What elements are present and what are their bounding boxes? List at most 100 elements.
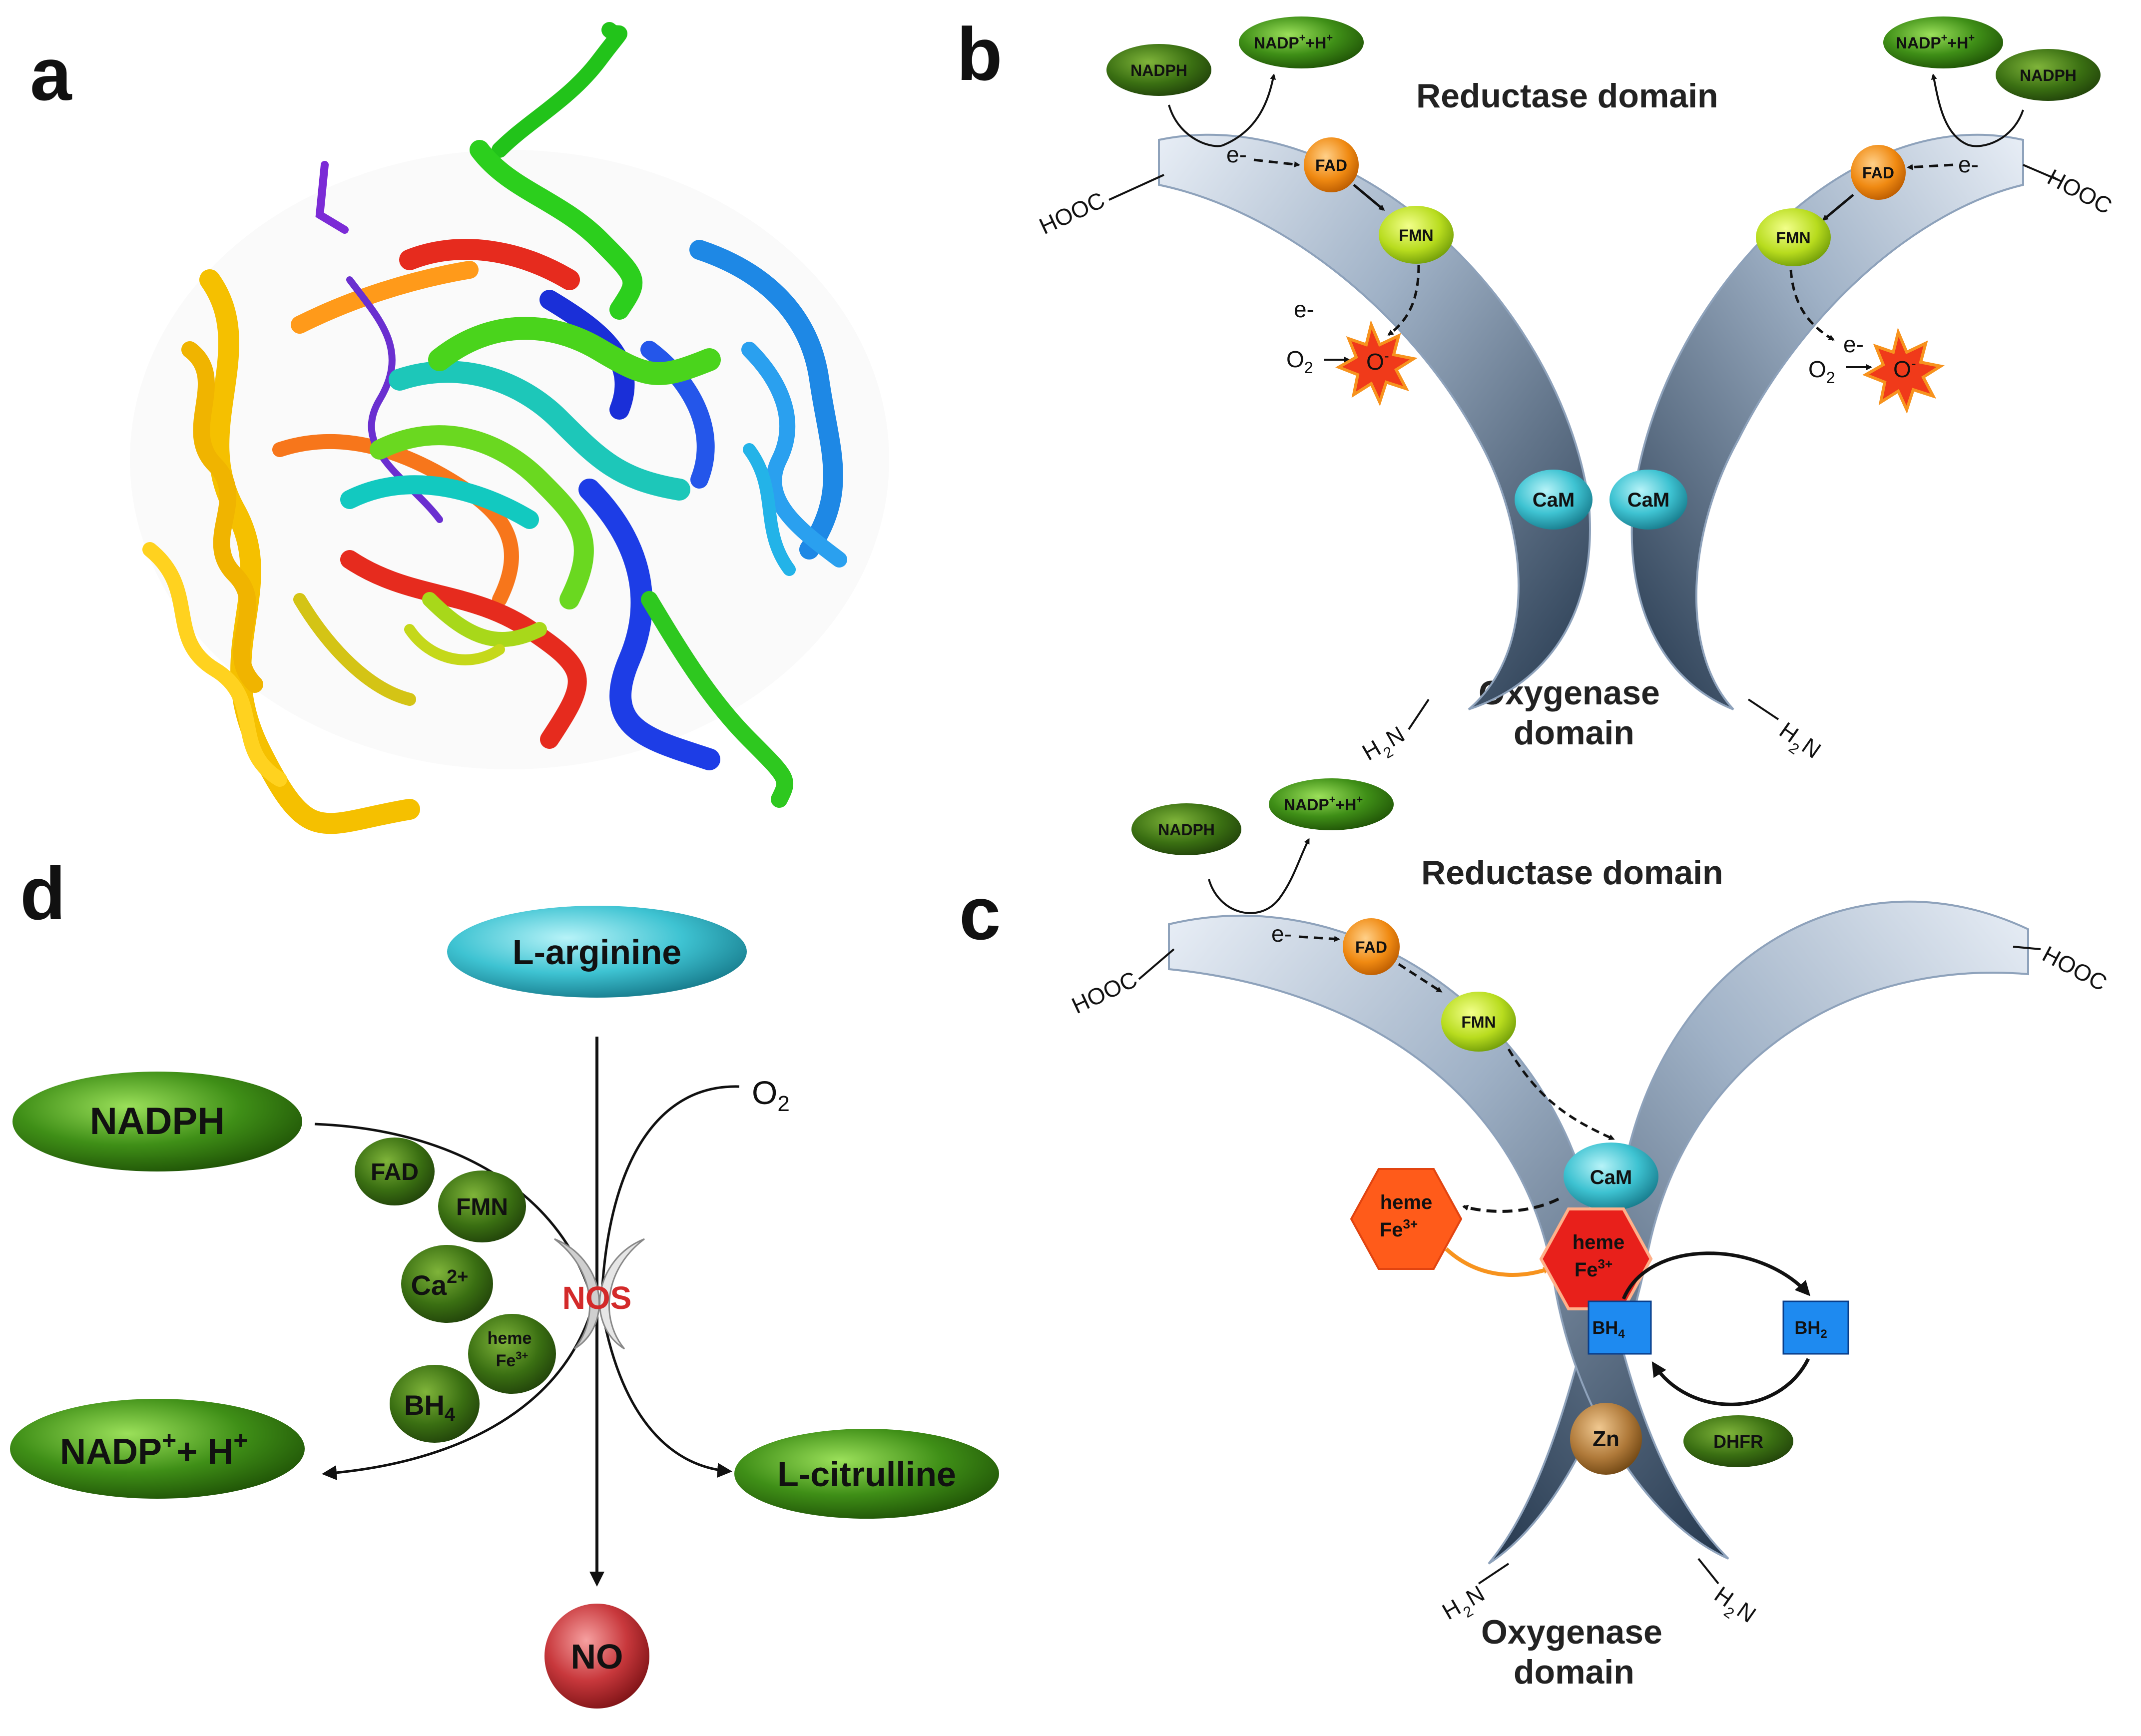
panel-c: c Reductase domain Oxygenase domain HOOC…	[959, 778, 2112, 1691]
panel-b-right-fad	[1851, 145, 1906, 200]
panel-c-nadp-label: NADP++H+	[1284, 793, 1363, 814]
panel-b-right-nadph	[1996, 49, 2101, 101]
svg-text:CaM: CaM	[1533, 489, 1575, 511]
svg-text:FMN: FMN	[1776, 229, 1810, 247]
panel-d-nadp-label: NADP++ H+	[60, 1426, 248, 1472]
svg-text:FAD: FAD	[1315, 156, 1347, 174]
svg-text:BH4: BH4	[1592, 1317, 1625, 1341]
svg-text:CaM: CaM	[1590, 1166, 1632, 1188]
svg-text:heme: heme	[1380, 1191, 1433, 1213]
panel-b-left-fad	[1304, 137, 1359, 192]
panel-b-right-nadp-label: NADP++H+	[1896, 31, 1975, 52]
panel-b-left-nadp	[1239, 16, 1364, 68]
panel-b-right-superoxide-burst	[1862, 327, 1945, 414]
svg-text:CaM: CaM	[1627, 489, 1669, 511]
panel-b-right-fmn	[1756, 208, 1831, 266]
panel-c-oxygenase-title: Oxygenase	[1481, 1613, 1662, 1651]
panel-c-heme-outside	[1350, 1168, 1463, 1270]
panel-b-left-fmn	[1379, 206, 1454, 264]
svg-text:NADPH: NADPH	[1130, 61, 1187, 79]
panel-c-nadp	[1269, 778, 1394, 830]
panel-c-nadph	[1131, 803, 1241, 855]
panel-d-nadph	[12, 1072, 302, 1171]
panel-d-o2: O2	[752, 1074, 790, 1116]
panel-b-left-hooc: HOOC	[1035, 187, 1108, 239]
panel-d-l-arginine	[447, 906, 747, 998]
svg-text:DHFR: DHFR	[1713, 1431, 1763, 1452]
panel-c-domain-title: domain	[1514, 1653, 1634, 1691]
svg-text:Zn: Zn	[1593, 1427, 1619, 1451]
svg-text:FAD: FAD	[1355, 938, 1387, 956]
panel-d: d L-arginine NADPH O2 FAD FMN Ca2+ heme …	[10, 851, 999, 1709]
panel-b: b Reductase domain Oxygenase domain HOOC…	[957, 12, 2117, 766]
panel-b-left-o2: O2	[1286, 346, 1313, 377]
panel-b-left-electron: e-	[1226, 141, 1247, 167]
panel-b-right-monomer-arm	[1630, 133, 2024, 710]
panel-d-nos-crescent-icon	[554, 1238, 645, 1350]
panel-b-left-nadph	[1106, 44, 1211, 96]
svg-text:Fe3+: Fe3+	[1575, 1256, 1612, 1281]
panel-c-right-monomer-arm	[1488, 900, 2029, 1565]
panel-c-bh4-box	[1588, 1300, 1652, 1355]
panel-a: a	[30, 22, 889, 834]
panel-b-left-cam	[1515, 470, 1593, 530]
panel-c-right-hooc: HOOC	[2038, 941, 2111, 996]
panel-label-a: a	[30, 32, 72, 116]
panel-d-no	[544, 1604, 649, 1709]
svg-text:heme: heme	[488, 1329, 532, 1348]
panel-label-d: d	[20, 851, 66, 935]
panel-c-fmn	[1441, 992, 1516, 1052]
panel-b-right-electron: e-	[1958, 151, 1979, 177]
panel-d-heme	[468, 1314, 556, 1394]
panel-c-fad	[1343, 918, 1400, 975]
panel-b-reductase-title: Reductase domain	[1416, 77, 1718, 115]
svg-text:L-arginine: L-arginine	[513, 933, 681, 972]
protein-ribbon-structure	[130, 22, 889, 834]
svg-text:BH2: BH2	[1794, 1317, 1827, 1341]
panel-c-zn	[1570, 1403, 1642, 1475]
svg-text:e-: e-	[1294, 296, 1314, 322]
panel-b-right-h2n: H 2 N	[1775, 717, 1826, 763]
svg-text:L-citrulline: L-citrulline	[777, 1455, 956, 1494]
svg-text:NADPH: NADPH	[90, 1100, 225, 1143]
svg-text:H: H	[1358, 735, 1385, 766]
svg-text:FAD: FAD	[371, 1159, 419, 1185]
panel-d-fad	[355, 1138, 435, 1205]
panel-label-c: c	[959, 871, 1001, 955]
panel-d-nos-label: NOS	[562, 1280, 632, 1316]
panel-d-bh4	[390, 1365, 480, 1443]
panel-b-left-superoxide: O-	[1366, 348, 1389, 375]
panel-c-left-hooc: HOOC	[1068, 966, 1141, 1019]
panel-d-ca	[401, 1245, 493, 1323]
svg-text:H: H	[1438, 1594, 1465, 1625]
svg-text:Ca2+: Ca2+	[411, 1266, 469, 1301]
panel-c-electron: e-	[1271, 921, 1292, 947]
svg-text:Fe3+: Fe3+	[1380, 1216, 1418, 1241]
panel-c-dhfr	[1683, 1415, 1793, 1467]
panel-b-left-monomer-arm	[1158, 133, 1591, 710]
panel-b-right-cam	[1609, 470, 1687, 530]
panel-b-right-superoxide: O-	[1893, 355, 1916, 382]
panel-d-nadp	[10, 1399, 305, 1499]
panel-b-right-nadp	[1883, 16, 2003, 68]
panel-b-left-nadp-label: NADP++H+	[1254, 31, 1333, 52]
panel-b-left-h2n: H 2 N	[1358, 721, 1409, 766]
panel-c-reductase-title: Reductase domain	[1421, 854, 1723, 892]
svg-text:Fe3+: Fe3+	[496, 1349, 529, 1370]
panel-b-left-superoxide-burst	[1335, 320, 1418, 407]
panel-b-right-hooc: HOOC	[2043, 164, 2116, 219]
svg-text:FMN: FMN	[1399, 226, 1433, 244]
svg-text:NADPH: NADPH	[2020, 66, 2077, 84]
svg-text:NO: NO	[571, 1637, 623, 1676]
panel-d-l-citrulline	[734, 1429, 999, 1519]
panel-c-bh2-box	[1782, 1300, 1849, 1355]
svg-text:FMN: FMN	[456, 1194, 508, 1220]
panel-b-domain-title: domain	[1514, 714, 1634, 752]
svg-text:FMN: FMN	[1461, 1013, 1496, 1031]
panel-b-right-o2: O2	[1808, 356, 1835, 387]
svg-text:N: N	[1797, 732, 1826, 763]
svg-text:heme: heme	[1573, 1231, 1625, 1253]
panel-label-b: b	[957, 12, 1003, 96]
